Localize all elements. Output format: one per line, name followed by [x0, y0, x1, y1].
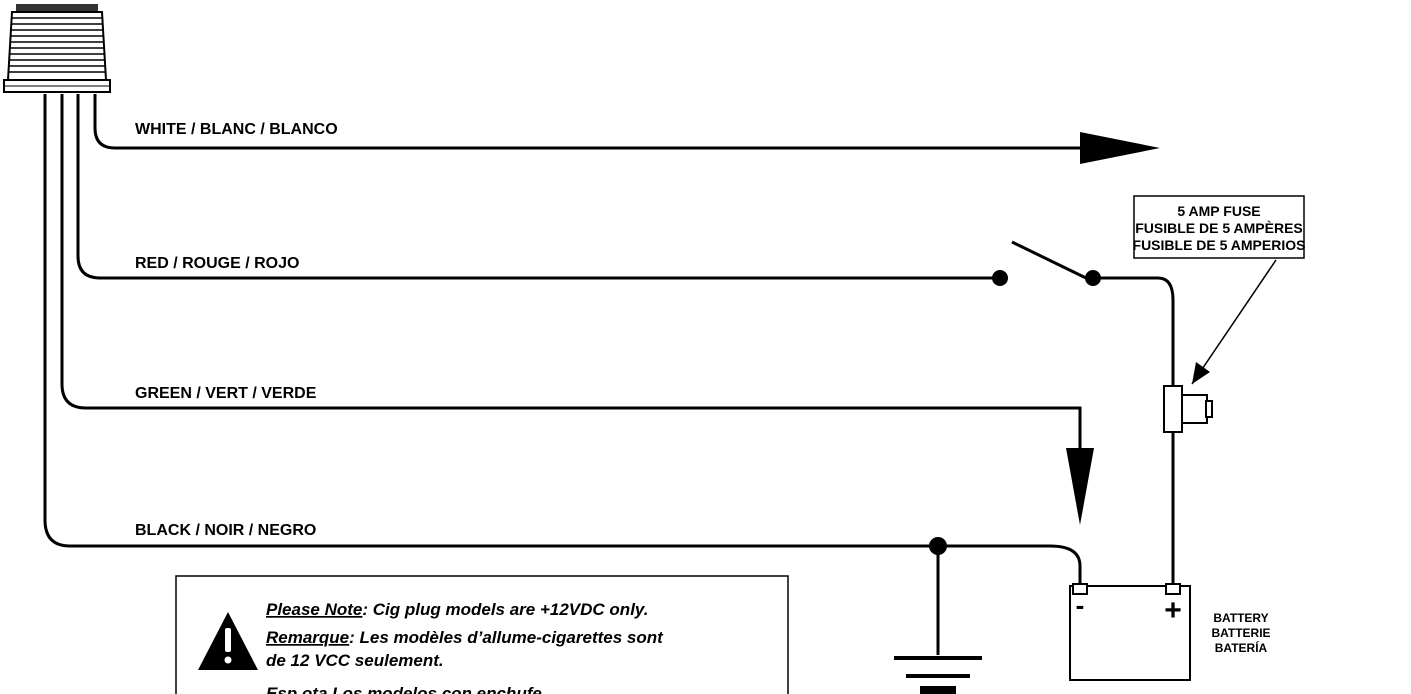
- battery-label-en: BATTERY: [1213, 611, 1268, 625]
- black-wire-label: BLACK / NOIR / NEGRO: [135, 522, 316, 539]
- fuse-callout-leader: [1191, 259, 1277, 385]
- fuse-callout-box: [1133, 195, 1305, 259]
- ground-junction-dot: [929, 537, 947, 555]
- black-wire: [43, 94, 1082, 586]
- white-wire-arrowhead: [1080, 132, 1160, 164]
- battery-negative-sign: -: [1076, 590, 1085, 620]
- fuse-callout-line3: FUSIBLE DE 5 AMPERIOS: [1133, 237, 1306, 253]
- green-wire-arrowhead: [1066, 448, 1094, 525]
- green-wire: [60, 94, 1082, 448]
- note-french-line1: Remarque: Les modèles d’allume-cigarette…: [266, 628, 664, 647]
- red-wire-label: RED / ROUGE / ROJO: [135, 255, 299, 272]
- fuse-callout-line1: 5 AMP FUSE: [1177, 203, 1260, 219]
- note-box: [175, 575, 789, 694]
- positive-wire: [1093, 276, 1175, 388]
- battery-label-fr: BATTERIE: [1211, 626, 1270, 640]
- fuse-callout-arrowhead: [1192, 362, 1210, 384]
- white-wire: [93, 94, 1080, 150]
- note-spanish-partial: Esp ota Los modelos con enchufe: [266, 684, 542, 694]
- ground-icon: [894, 656, 982, 694]
- fuse-callout-line2: FUSIBLE DE 5 AMPÈRES: [1135, 220, 1303, 236]
- battery-positive-sign: +: [1164, 594, 1182, 627]
- note-french-line2: de 12 VCC seulement.: [266, 651, 444, 670]
- warning-icon: [198, 612, 258, 670]
- battery-icon: [1069, 583, 1191, 681]
- fuse-icon: [1163, 385, 1213, 433]
- green-wire-label: GREEN / VERT / VERDE: [135, 385, 317, 402]
- switch-icon: [992, 240, 1101, 286]
- beacon-light-icon: [3, 4, 111, 93]
- white-wire-label: WHITE / BLANC / BLANCO: [135, 121, 338, 138]
- battery-label-es: BATERÍA: [1215, 640, 1268, 655]
- red-wire: [76, 94, 1000, 280]
- note-english: Please Note: Cig plug models are +12VDC …: [266, 600, 648, 619]
